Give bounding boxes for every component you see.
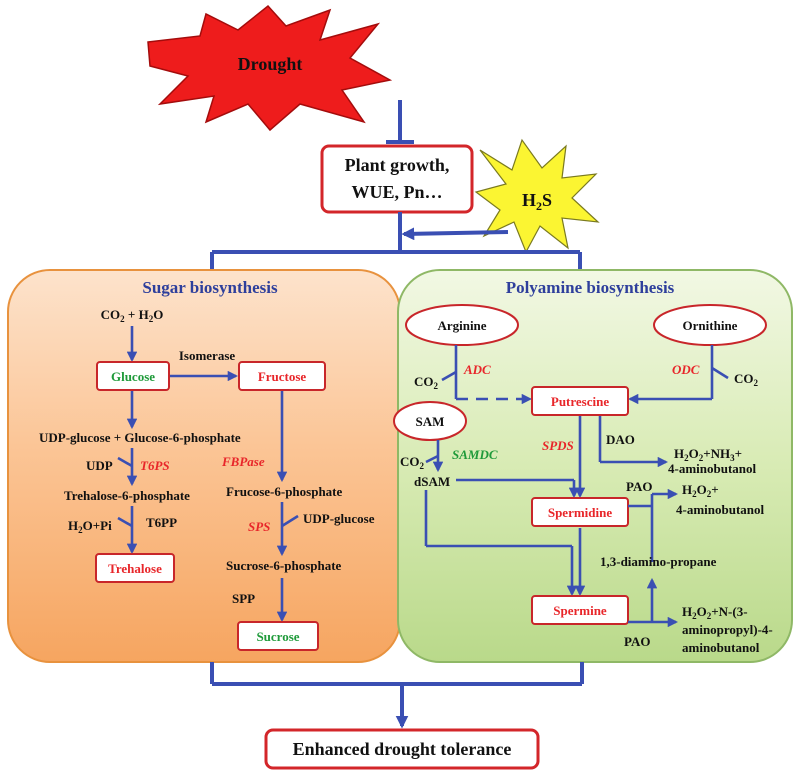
udp-release-branch bbox=[117, 456, 133, 468]
polyamine-panel bbox=[397, 269, 793, 663]
fructose-box bbox=[238, 361, 326, 391]
aminobutanol-2-label: 4-aminobutanol bbox=[676, 502, 765, 517]
adc-label: ADC bbox=[463, 362, 491, 377]
dao-label: DAO bbox=[606, 432, 635, 447]
spds-label: SPDS bbox=[542, 438, 574, 453]
spermine-box bbox=[531, 595, 629, 625]
udp-label: UDP bbox=[86, 458, 113, 473]
sps-label: SPS bbox=[248, 519, 270, 534]
co2-arginine-branch bbox=[441, 370, 457, 382]
co2-ornithine-branch bbox=[711, 366, 729, 380]
sugar-title: Sugar biosynthesis bbox=[142, 278, 278, 297]
arginine-ellipse bbox=[405, 304, 519, 346]
h2o2-plus-label: H2O2+ bbox=[682, 482, 719, 499]
sucrose-box bbox=[237, 621, 319, 651]
glucose-box bbox=[96, 361, 170, 391]
fbpase-label: FBPase bbox=[221, 454, 265, 469]
h2s-label: H2S bbox=[522, 190, 552, 213]
outcome-box bbox=[264, 728, 540, 770]
trehalose-6p-label: Trehalose-6-phosphate bbox=[64, 488, 190, 503]
sugar-panel bbox=[7, 269, 401, 663]
h2o2-nh3-label: H2O2+NH3+ bbox=[674, 446, 742, 463]
putrescine-box bbox=[531, 386, 629, 416]
plant-growth-line1: Plant growth, bbox=[345, 155, 450, 175]
t6ps-label: T6PS bbox=[140, 458, 170, 473]
putrescine-label: Putrescine bbox=[551, 394, 609, 409]
isomerase-label: Isomerase bbox=[179, 348, 236, 363]
polyamine-title: Polyamine biosynthesis bbox=[506, 278, 675, 297]
t6pp-label: T6PP bbox=[146, 515, 177, 530]
trehalose-box bbox=[95, 553, 175, 583]
udp-glucose-label: UDP-glucose bbox=[303, 511, 375, 526]
co2-sam-label: CO2 bbox=[400, 454, 425, 471]
plant-growth-line2: WUE, Pn… bbox=[351, 182, 442, 202]
h2o2-n3-label: H2O2+N-(3- bbox=[682, 604, 748, 621]
ornithine-ellipse bbox=[653, 304, 767, 346]
sucrose-label: Sucrose bbox=[256, 629, 299, 644]
co2-right-label: CO2 bbox=[734, 371, 759, 388]
dsam-label: dSAM bbox=[414, 474, 450, 489]
samdc-label: SAMDC bbox=[452, 447, 498, 462]
co2-left-label: CO2 bbox=[414, 374, 439, 391]
outcome-label: Enhanced drought tolerance bbox=[293, 739, 512, 759]
fructose-6p-label: Frucose-6-phosphate bbox=[226, 484, 343, 499]
sam-label: SAM bbox=[416, 414, 445, 429]
aminobutanol-1-label: 4-aminobutanol bbox=[668, 461, 757, 476]
h2o-pi-label: H2O+Pi bbox=[68, 518, 112, 535]
glucose-label: Glucose bbox=[111, 369, 155, 384]
spermidine-label: Spermidine bbox=[548, 505, 613, 520]
udp-glucose-input bbox=[281, 514, 299, 528]
trehalose-label: Trehalose bbox=[108, 561, 162, 576]
h2s-starburst bbox=[474, 138, 600, 254]
sam-ellipse bbox=[393, 401, 467, 441]
h2o-pi-branch bbox=[117, 516, 133, 528]
fructose-label: Fructose bbox=[258, 369, 307, 384]
arginine-label: Arginine bbox=[437, 318, 486, 333]
plant-growth-box bbox=[320, 144, 474, 214]
udp-glucose-g6p-label: UDP-glucose + Glucose-6-phosphate bbox=[39, 430, 241, 445]
pao-top-label: PAO bbox=[626, 479, 652, 494]
spermine-label: Spermine bbox=[553, 603, 607, 618]
co2-sam-branch bbox=[425, 454, 439, 464]
pao-bottom-label: PAO bbox=[624, 634, 650, 649]
diaminopropane-label: 1,3-diamino-propane bbox=[600, 554, 717, 569]
ornithine-label: Ornithine bbox=[683, 318, 738, 333]
odc-label: ODC bbox=[672, 362, 700, 377]
spermidine-box bbox=[531, 497, 629, 527]
co2-h2o-label: CO2 + H2O bbox=[101, 307, 164, 324]
aminopropyl-label: aminopropyl)-4- bbox=[682, 622, 773, 637]
spp-label: SPP bbox=[232, 591, 255, 606]
h2s-to-stem-arrow bbox=[401, 227, 509, 241]
drought-starburst bbox=[147, 4, 393, 132]
aminobutanol-3-label: aminobutanol bbox=[682, 640, 760, 655]
drought-label: Drought bbox=[238, 54, 303, 74]
sucrose-6p-label: Sucrose-6-phosphate bbox=[226, 558, 342, 573]
